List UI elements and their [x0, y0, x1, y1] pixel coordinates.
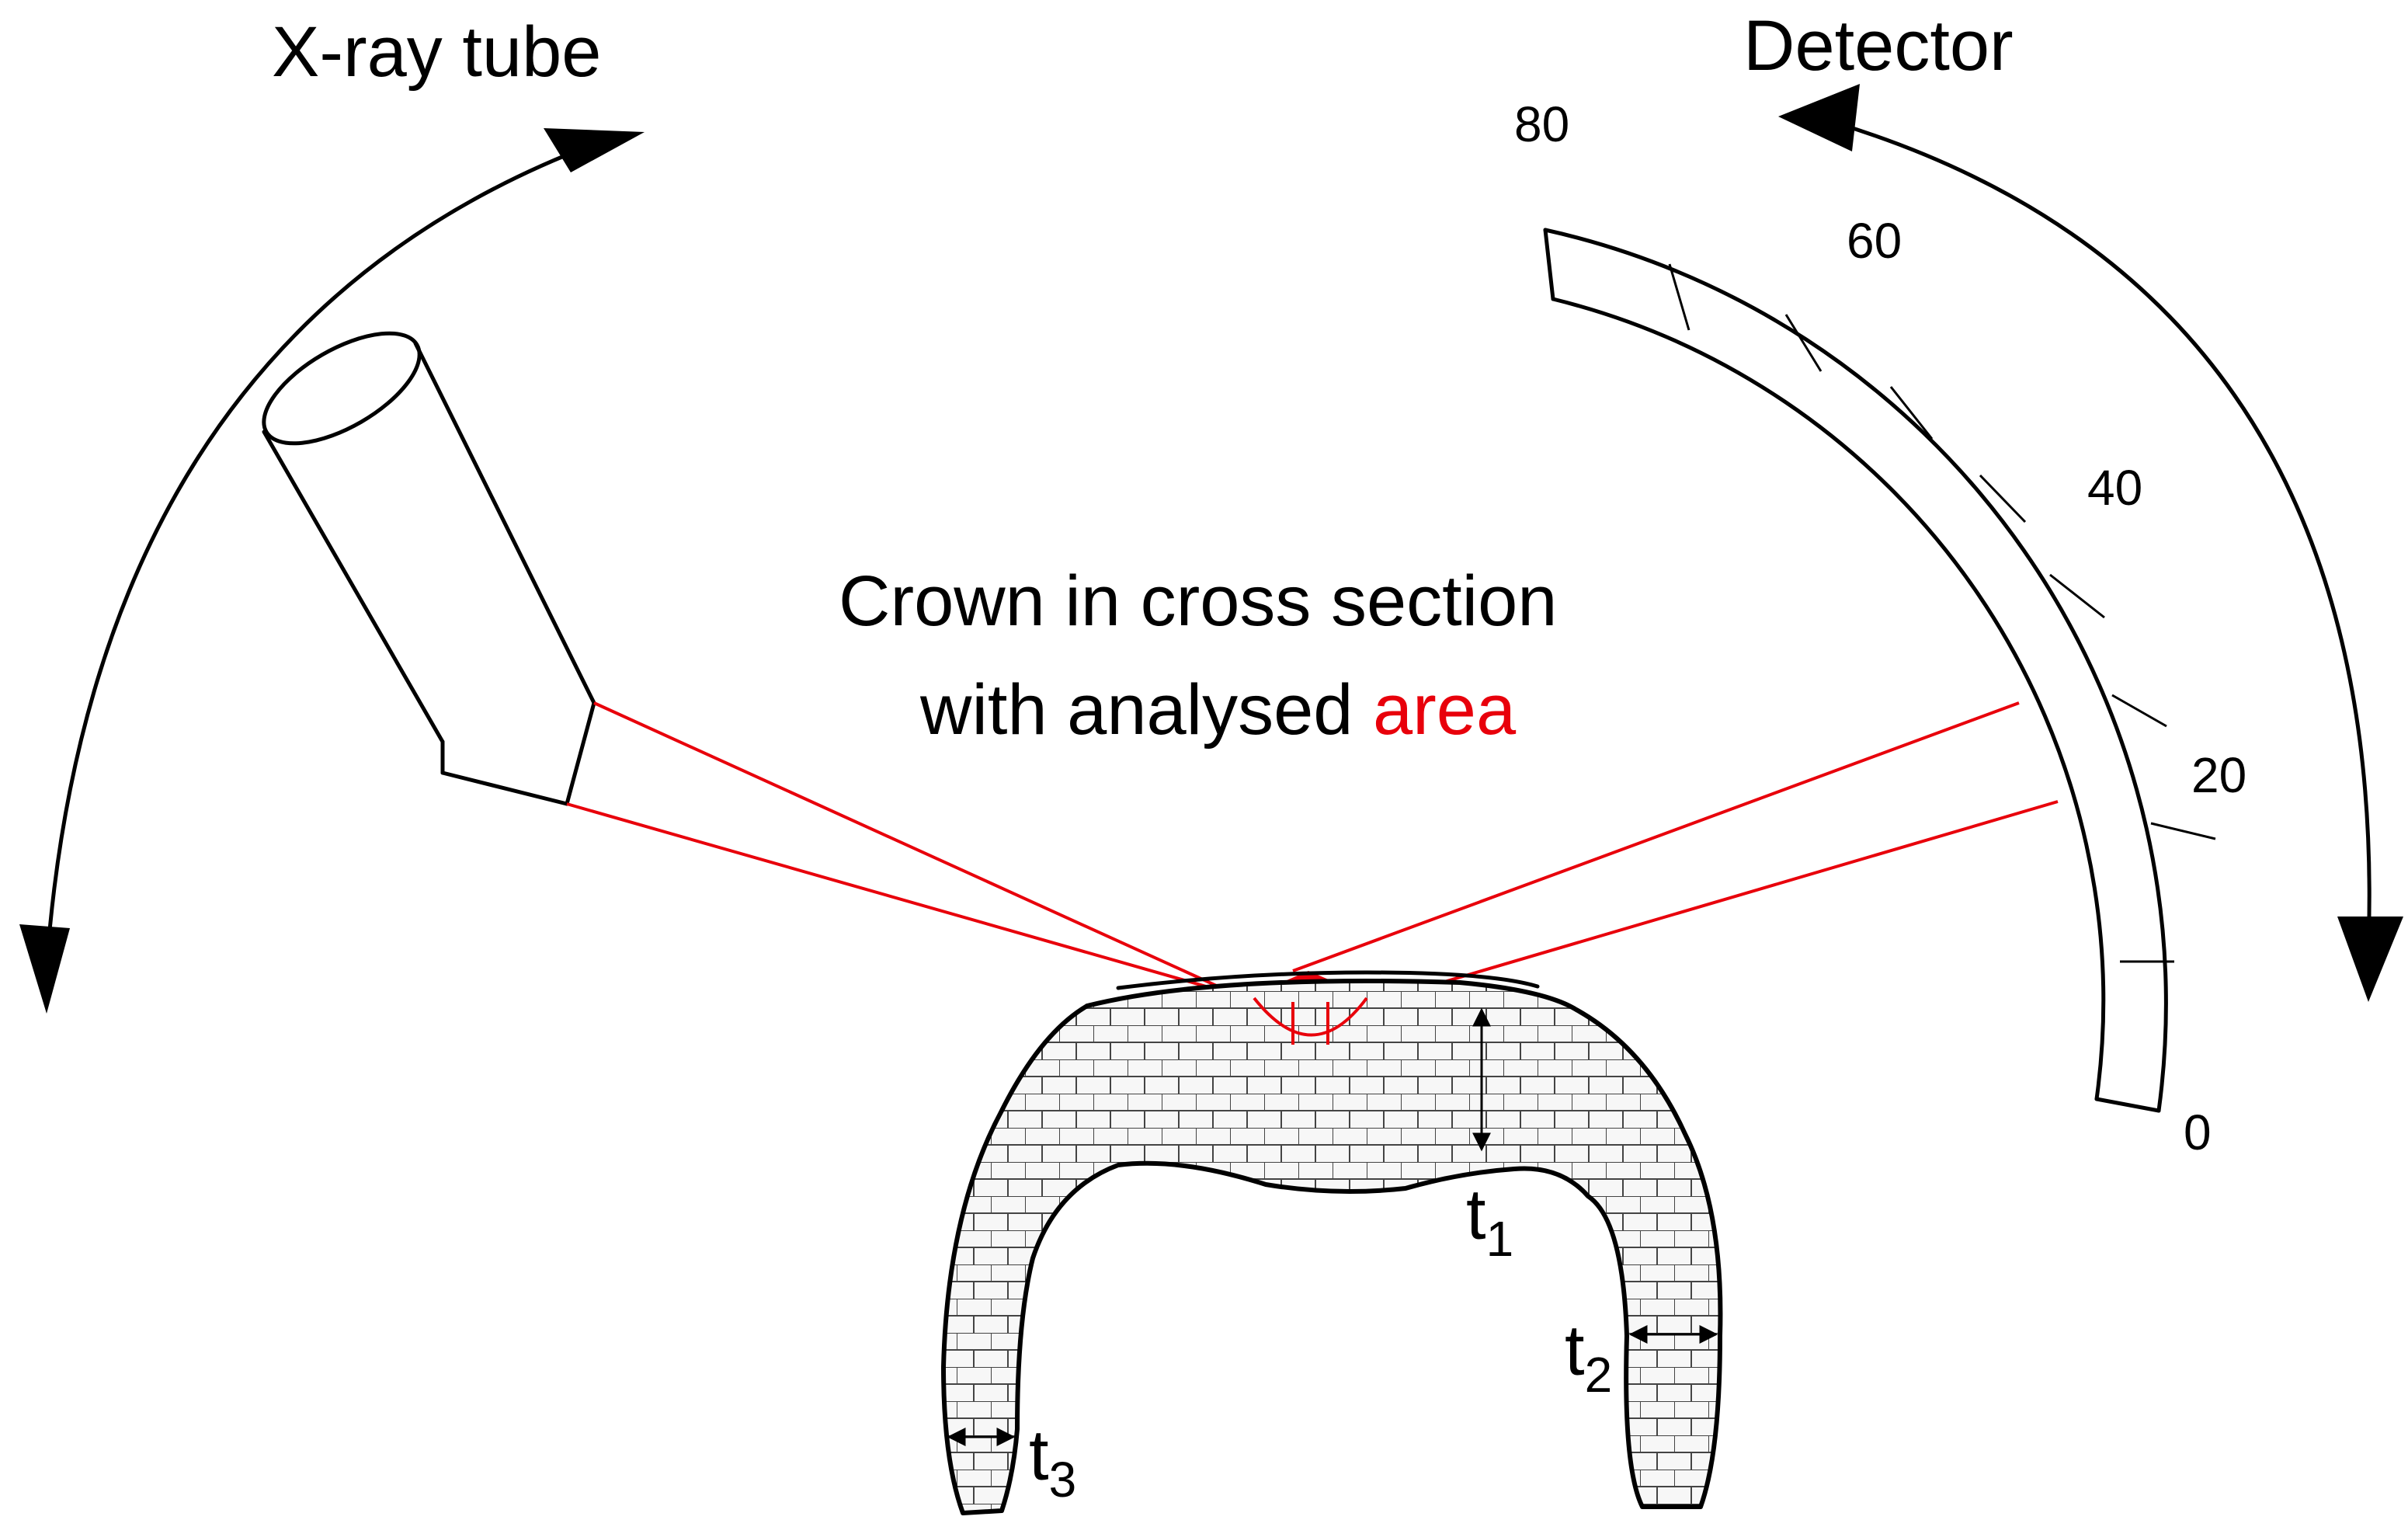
t2-base: t [1565, 1311, 1585, 1390]
t2-subscript: 2 [1585, 1347, 1613, 1403]
scale-tick-0: 0 [2184, 1104, 2212, 1160]
t1-base: t [1466, 1175, 1486, 1254]
detector-scale: 80 60 40 20 0 [1514, 96, 2246, 1160]
t3-base: t [1029, 1416, 1049, 1495]
scale-tick-60: 60 [1847, 213, 1902, 269]
svg-text:t3: t3 [1029, 1416, 1076, 1508]
t3-subscript: 3 [1049, 1452, 1077, 1508]
xray-tube-rotation-arrow [19, 128, 645, 1014]
crown-caption-line2-prefix: with analysed [919, 670, 1373, 750]
scale-tick-20: 20 [2191, 747, 2246, 803]
xray-tube-label: X-ray tube [272, 12, 601, 92]
crown-caption-line1: Crown in cross section [839, 562, 1557, 641]
crown-cross-section [941, 970, 1723, 1515]
detector-rotation-arrow [1778, 84, 2403, 1002]
scale-tick-40: 40 [2087, 460, 2142, 516]
detector-label: Detector [1743, 6, 2014, 85]
xray-tube [262, 331, 596, 806]
crown-caption-line2: with analysed area [919, 670, 1517, 750]
thickness-t1: t1 [1466, 1007, 1513, 1267]
thickness-t3: t3 [947, 1416, 1076, 1508]
t1-subscript: 1 [1486, 1211, 1514, 1267]
analysed-area-highlight: area [1373, 670, 1517, 750]
scale-tick-80: 80 [1514, 96, 1569, 152]
thickness-t2: t2 [1565, 1311, 1718, 1403]
svg-text:t2: t2 [1565, 1311, 1612, 1403]
svg-text:t1: t1 [1466, 1175, 1513, 1267]
